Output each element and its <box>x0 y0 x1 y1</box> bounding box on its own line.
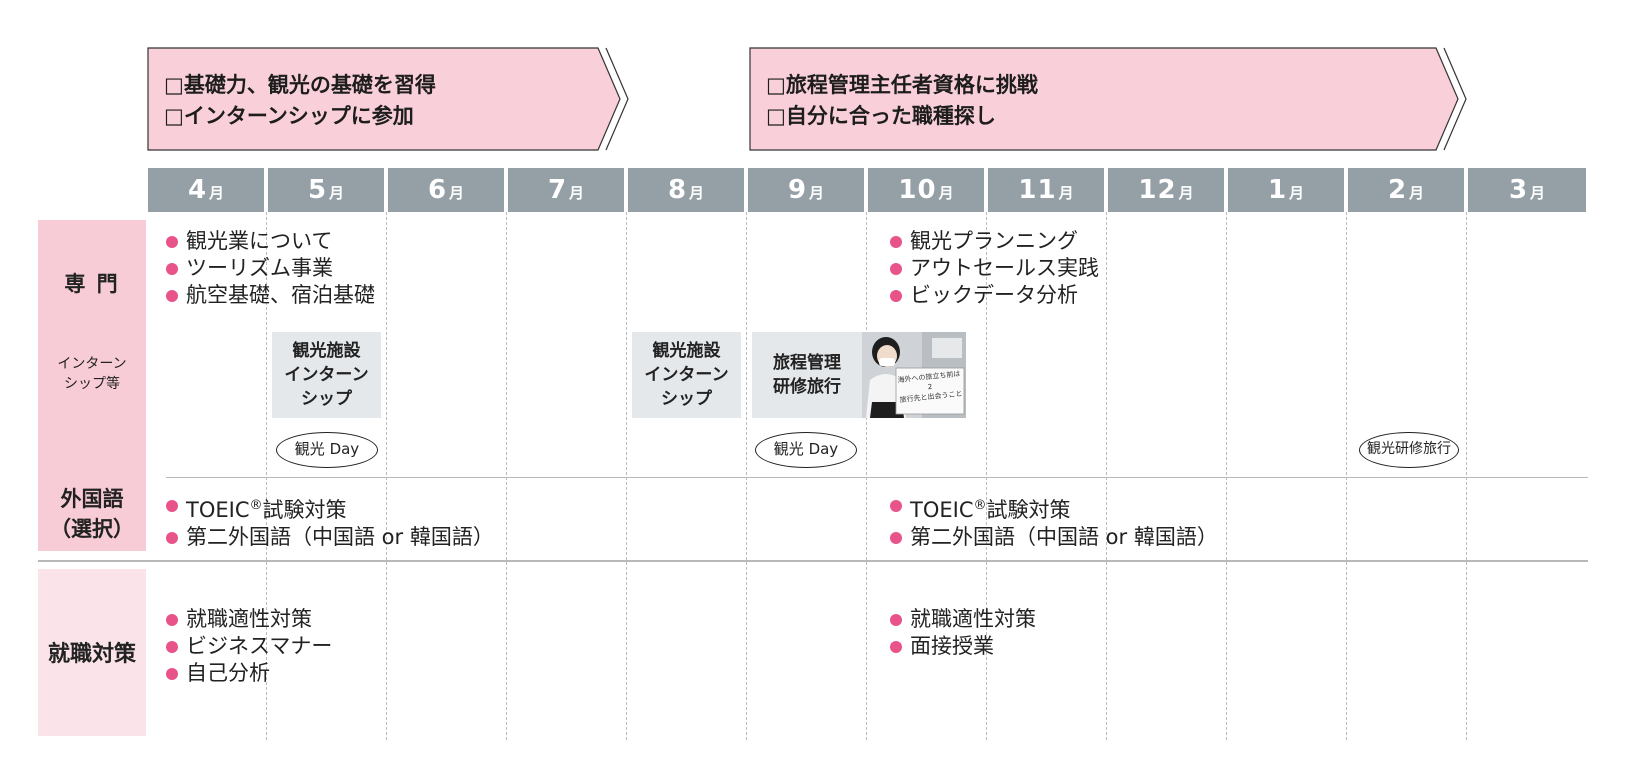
grid-divider <box>866 212 867 740</box>
job-hunting-list-first-half: 就職適性対策 ビジネスマナー 自己分析 <box>166 606 332 687</box>
grid-divider <box>266 212 267 740</box>
event-oval-kanko-day-may: 観光 Day <box>276 432 378 468</box>
study-tour-box-september: 旅程管理 研修旅行 <box>752 332 862 418</box>
list-item: ビジネスマナー <box>166 633 332 660</box>
list-item: 観光業について <box>166 228 375 255</box>
grid-divider <box>1346 212 1347 740</box>
category-block-main <box>38 220 146 551</box>
grid-divider <box>1106 212 1107 740</box>
grid-divider <box>386 212 387 740</box>
list-item: TOEIC®試験対策 <box>166 492 494 524</box>
banner-arrow-shape <box>749 47 1467 151</box>
category-label-senmon: 専 門 <box>64 272 120 296</box>
banner-line: □基礎力、観光の基礎を習得 <box>164 73 436 97</box>
event-oval-kanko-day-september: 観光 Day <box>755 432 857 468</box>
list-item: 就職適性対策 <box>166 606 332 633</box>
grid-divider <box>1466 212 1467 740</box>
list-item: 航空基礎、宿泊基礎 <box>166 282 375 309</box>
event-oval-study-tour-february: 観光研修旅行 <box>1359 432 1459 468</box>
list-item: 第二外国語（中国語 or 韓国語） <box>890 524 1218 551</box>
list-item: 自己分析 <box>166 660 332 687</box>
study-tour-photo: 海外への旅立ち前は 2 旅行先と出会うこと <box>862 332 966 418</box>
student-photo-illustration <box>862 332 966 418</box>
senmon-list-first-half: 観光業について ツーリズム事業 航空基礎、宿泊基礎 <box>166 228 375 309</box>
grid-divider <box>1226 212 1227 740</box>
grid-divider <box>746 212 747 740</box>
grid-divider <box>626 212 627 740</box>
row-separator <box>166 477 1588 478</box>
list-item: TOEIC®試験対策 <box>890 492 1218 524</box>
grid-divider <box>986 212 987 740</box>
category-label-internship: インターン シップ等 <box>57 356 127 392</box>
banner-line: □旅程管理主任者資格に挑戦 <box>766 73 1038 97</box>
category-label-job-hunting: 就職対策 <box>47 642 136 667</box>
banner-arrow-shape <box>147 47 629 151</box>
goal-banner-second-half: □旅程管理主任者資格に挑戦 □自分に合った職種探し <box>749 47 1470 151</box>
list-item: ツーリズム事業 <box>166 255 375 282</box>
senmon-list-second-half: 観光プランニング アウトセールス実践 ビックデータ分析 <box>890 228 1099 309</box>
internship-box-may: 観光施設 インターン シップ <box>272 332 381 418</box>
list-item: 就職適性対策 <box>890 606 1036 633</box>
list-item: ビックデータ分析 <box>890 282 1099 309</box>
category-label-foreign-language: 外国語 （選択） <box>50 487 134 541</box>
category-block-job <box>38 569 146 736</box>
banner-line: □自分に合った職種探し <box>766 104 996 128</box>
internship-box-august: 観光施設 インターン シップ <box>632 332 741 418</box>
foreign-language-list-first-half: TOEIC®試験対策 第二外国語（中国語 or 韓国語） <box>166 492 494 551</box>
job-hunting-list-second-half: 就職適性対策 面接授業 <box>890 606 1036 660</box>
list-item: 第二外国語（中国語 or 韓国語） <box>166 524 494 551</box>
list-item: 面接授業 <box>890 633 1036 660</box>
grid-divider <box>506 212 507 740</box>
list-item: アウトセールス実践 <box>890 255 1099 282</box>
banner-line: □インターンシップに参加 <box>164 104 414 128</box>
list-item: 観光プランニング <box>890 228 1099 255</box>
foreign-language-list-second-half: TOEIC®試験対策 第二外国語（中国語 or 韓国語） <box>890 492 1218 551</box>
row-separator <box>38 560 1588 562</box>
goal-banner-first-half: □基礎力、観光の基礎を習得 □インターンシップに参加 <box>147 47 632 151</box>
